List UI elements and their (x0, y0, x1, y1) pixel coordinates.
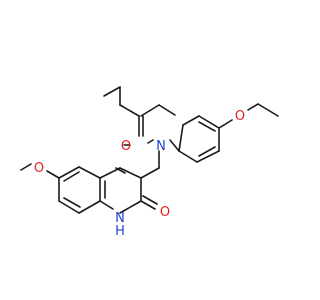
bond (178, 150, 198, 163)
structure-canvas: O N O O N H O (20, 86, 279, 239)
bond (196, 150, 220, 163)
bond (103, 86, 121, 97)
bond (158, 104, 176, 116)
ring-nitrogen-label: N (115, 211, 125, 226)
molecule-structure: O N O O N H O (20, 86, 279, 239)
bond (99, 167, 121, 179)
bond (58, 200, 80, 214)
bond (198, 146, 216, 157)
bond (142, 195, 158, 205)
lactam-oxygen-label: O (160, 205, 170, 220)
bond (147, 139, 154, 144)
bond (198, 121, 216, 132)
bond (119, 167, 142, 179)
bond (78, 166, 101, 179)
bond (140, 104, 160, 117)
bond (140, 200, 156, 210)
bond (78, 200, 101, 214)
bond (257, 103, 279, 117)
amide-oxygen-label: O (121, 139, 131, 154)
atom-labels: O N O O N H O (34, 109, 245, 239)
bond (63, 197, 81, 208)
ring-nitrogen-hydrogen-label: H (115, 224, 125, 239)
methoxy-oxygen-label: O (34, 161, 44, 176)
bond (99, 200, 114, 210)
bond (140, 167, 160, 179)
bond (20, 163, 32, 171)
bond (198, 115, 220, 129)
bond (119, 200, 142, 214)
bond (218, 119, 233, 129)
amide-nitrogen-label: N (156, 139, 166, 154)
bond (46, 170, 60, 179)
bond (169, 139, 180, 152)
bond (119, 104, 140, 117)
bonds (20, 86, 279, 214)
bond (63, 171, 80, 182)
ethoxy-oxygen-label: O (235, 109, 245, 124)
bond (247, 103, 259, 111)
bond (178, 124, 184, 152)
bond (58, 166, 80, 179)
bond (182, 115, 200, 126)
